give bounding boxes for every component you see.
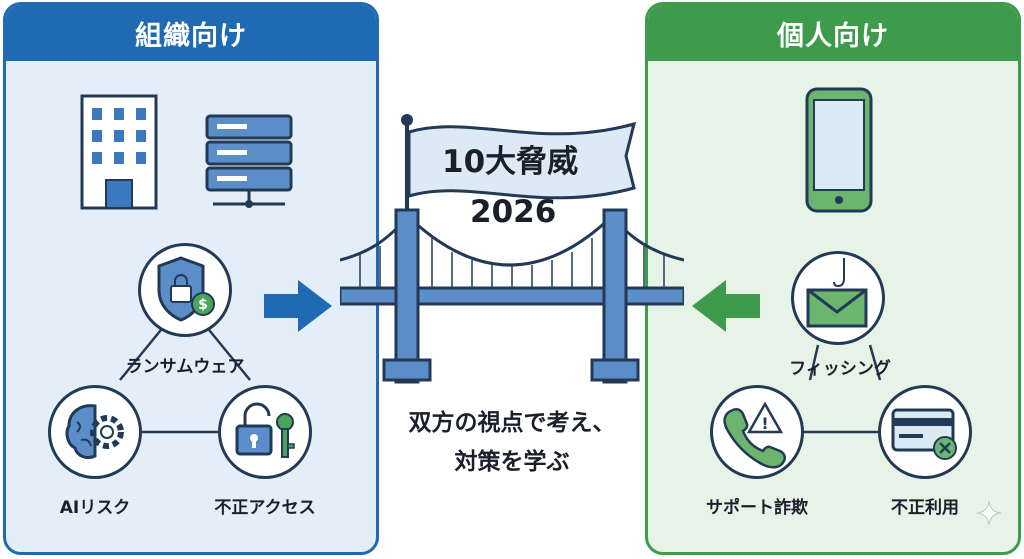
fraudulent-use-circle <box>878 385 972 479</box>
threat-label-ransomware: ランサムウェア <box>125 357 245 377</box>
sparkle-icon <box>976 500 1002 526</box>
threat-label-support-scam: サポート詐欺 <box>706 498 808 518</box>
support-scam-circle: ! <box>710 385 804 479</box>
flag-year: 2026 <box>470 194 557 230</box>
ransomware-circle: $ <box>138 243 232 337</box>
phone-warning-icon: ! <box>723 401 787 469</box>
unlocked-padlock-key-icon <box>235 402 295 458</box>
svg-text:$: $ <box>198 297 208 313</box>
flag-title: 10大脅威 <box>442 144 579 180</box>
arrow-left-icon <box>692 280 760 332</box>
unauthorized-access-circle <box>218 385 312 479</box>
server-icon <box>205 114 293 208</box>
brain-gear-icon <box>65 404 124 460</box>
phishing-circle <box>791 251 885 345</box>
ai-risk-circle <box>48 385 142 479</box>
threat-label-ai-risk: AIリスク <box>59 498 131 518</box>
arrow-right-icon <box>264 280 332 332</box>
bridge-icon <box>340 114 684 384</box>
phishing-mail-icon <box>806 258 868 328</box>
credit-card-x-icon <box>891 408 957 460</box>
threat-label-unauthorized-access: 不正アクセス <box>214 498 316 518</box>
shield-lock-icon: $ <box>157 256 215 322</box>
panel-title-organization: 組織向け <box>6 5 376 61</box>
caption-line-1: 双方の視点で考え、 <box>408 410 616 436</box>
caption-line-2: 対策を学ぶ <box>454 449 570 475</box>
building-icon <box>80 94 158 210</box>
panel-title-individual: 個人向け <box>648 5 1018 61</box>
smartphone-icon <box>805 87 873 213</box>
threat-label-fraudulent-use: 不正利用 <box>891 498 959 518</box>
threat-label-phishing: フィッシング <box>789 359 891 379</box>
svg-text:!: ! <box>761 414 768 433</box>
